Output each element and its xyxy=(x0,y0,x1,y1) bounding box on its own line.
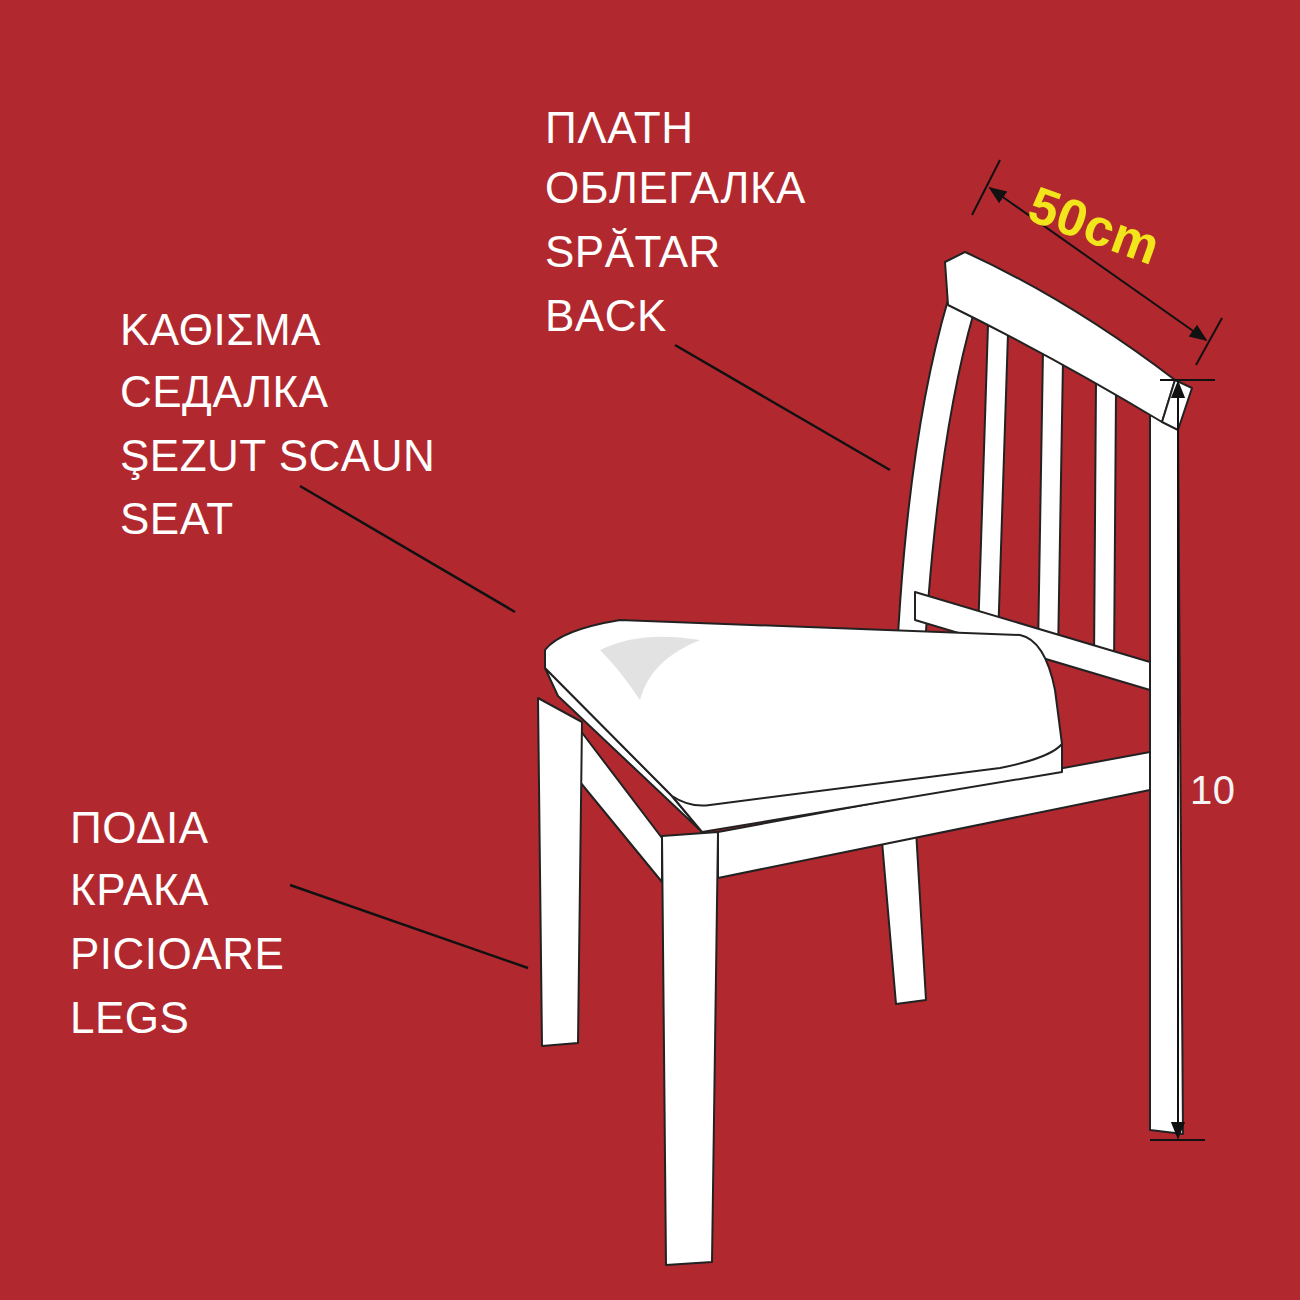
part-label: SEAT xyxy=(120,497,234,541)
extension-line xyxy=(1150,1139,1205,1141)
extension-line xyxy=(972,160,1000,215)
dimension-label: 50cm xyxy=(1022,178,1167,273)
part-label: BACK xyxy=(545,294,667,338)
part-label: ΠΛΑΤΗ xyxy=(545,106,693,150)
part-label: ŞEZUT SCAUN xyxy=(120,434,435,478)
part-label: ΠΟΔΙΑ xyxy=(70,806,209,850)
part-label: ΚΑΘΙΣΜΑ xyxy=(120,308,321,352)
part-label: LEGS xyxy=(70,996,189,1040)
front-right-leg xyxy=(662,832,718,1265)
part-label: КРАКА xyxy=(70,868,209,912)
dimension-line xyxy=(1177,382,1179,1138)
back-slat xyxy=(1094,380,1116,668)
leader-line xyxy=(290,885,528,968)
dimension-label: 10 xyxy=(1190,770,1236,810)
extension-line xyxy=(1160,379,1215,381)
extension-line xyxy=(1196,318,1222,365)
leader-line xyxy=(300,486,515,612)
seat-highlight xyxy=(600,637,700,700)
part-label: PICIOARE xyxy=(70,932,284,976)
top-rail xyxy=(945,252,1175,422)
part-label: ОБЛЕГАЛКА xyxy=(545,166,806,210)
seat-cushion xyxy=(545,620,1062,806)
front-left-leg xyxy=(538,698,582,1046)
part-label: SPĂTAR xyxy=(545,230,721,274)
part-label: СЕДАЛКА xyxy=(120,370,329,414)
leader-line xyxy=(675,345,890,470)
back-slat xyxy=(978,325,1008,640)
back-slat xyxy=(1038,350,1063,655)
